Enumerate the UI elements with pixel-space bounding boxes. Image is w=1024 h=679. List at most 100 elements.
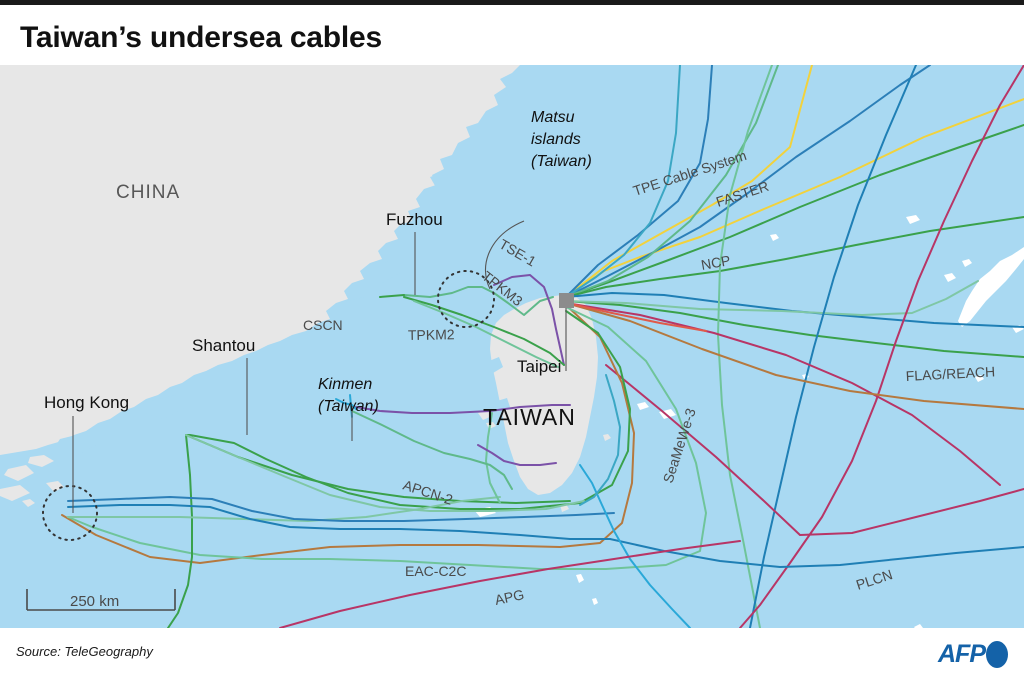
ryukyu-islet-2 <box>962 259 972 267</box>
cable-seamewe-3 <box>67 306 707 570</box>
cable-label-apg: APG <box>493 586 525 608</box>
cable-tpe-cable-system <box>565 65 813 298</box>
china-bay-2 <box>398 227 430 249</box>
cable-fuzhou-stub <box>379 294 405 298</box>
cable-label-ncp: NCP <box>700 252 732 273</box>
cable-pale-green-hk-line <box>67 496 501 522</box>
cable-shantou-vertical <box>167 434 193 628</box>
leader-lines <box>72 220 567 513</box>
cable-flag-reach-west <box>61 304 635 564</box>
label-kinmen-line1: Kinmen <box>318 376 372 393</box>
cable-tpkm2 <box>355 404 571 414</box>
cable-taiwan-east-branch <box>579 374 621 506</box>
cable-plcn-upper <box>739 65 1024 628</box>
label-kinmen-line2: (Taiwan) <box>318 398 379 415</box>
cable-apcn-2 <box>185 310 631 510</box>
china-bay-1 <box>430 171 460 191</box>
cable-eac-c2c-east <box>609 538 1024 568</box>
taiwan-east-islet <box>603 434 611 441</box>
label-matsu-line3: (Taiwan) <box>531 153 592 170</box>
cable-cscn <box>335 398 357 410</box>
china-landmass <box>0 65 520 455</box>
china-bay-7 <box>144 395 186 419</box>
leader-matsu <box>485 220 525 290</box>
cable-plcn-southeast <box>605 364 1024 536</box>
china-bay-5 <box>292 329 332 351</box>
scale-bar-label: 250 km <box>70 593 119 610</box>
cable-apg <box>279 540 741 628</box>
afp-logo-dot <box>986 640 1008 668</box>
taiwan-sw-islet-2 <box>486 422 496 429</box>
cable-tse-1 <box>403 286 554 316</box>
cable-label-tpkm2: TPKM2 <box>408 326 455 343</box>
cable-eac-c2c-b <box>67 496 615 522</box>
coastal-island-5 <box>22 499 35 507</box>
taipei-marker[interactable] <box>559 293 574 308</box>
cable-blue-vertical <box>749 65 917 628</box>
source-credit: Source: TeleGeography <box>16 644 153 659</box>
header: Taiwan’s undersea cables <box>0 5 1024 65</box>
cable-blue-northeast-2 <box>565 65 931 298</box>
landmasses <box>0 65 1024 628</box>
cable-label-cscn: CSCN <box>303 317 343 333</box>
china-bay-6 <box>226 359 266 381</box>
cable-tpkm3 <box>403 296 565 366</box>
cable-blue-northeast-1 <box>565 65 713 298</box>
matsu-highlight-circle <box>437 270 495 328</box>
sea-islet-penghu <box>637 402 649 410</box>
island-labels: Matsu islands (Taiwan) Kinmen (Taiwan) <box>318 109 592 415</box>
sea-islet-5 <box>576 574 584 583</box>
ryukyu-islet-4 <box>975 375 984 382</box>
footer: Source: TeleGeography AFP <box>0 628 1024 679</box>
cable-plcn-north <box>565 302 1001 486</box>
cable-teal-northeast <box>565 65 681 298</box>
cable-tpkm3-pale <box>413 300 559 368</box>
label-taipei: Taipei <box>517 357 561 376</box>
label-hong-kong: Hong Kong <box>44 393 129 412</box>
cable-seagreen-diagonal <box>565 65 779 298</box>
label-shantou: Shantou <box>192 336 255 355</box>
coastal-island-4 <box>0 485 30 501</box>
cable-label-eac-c2c: EAC-C2C <box>405 563 466 579</box>
taiwan-west-notch <box>489 357 503 373</box>
cable-red-fan <box>565 302 707 332</box>
label-taiwan: TAIWAN <box>483 404 576 430</box>
ryukyu-islet-3 <box>906 215 920 224</box>
cable-ncp <box>565 216 1024 298</box>
afp-logo-text: AFP <box>938 639 986 668</box>
cable-eac-c2c-a <box>67 504 611 540</box>
cable-routes <box>61 65 1024 628</box>
cable-flag-reach <box>565 302 1024 410</box>
cable-blue-east-mid <box>565 292 1024 328</box>
cable-green-east-corridor <box>565 300 1024 358</box>
sea-islet-1 <box>770 234 779 241</box>
map-canvas[interactable]: CHINA TAIWAN Taipei Fuzhou Shantou Hong … <box>0 65 1024 628</box>
top-rule <box>0 0 1024 5</box>
sea-islet-7 <box>914 624 923 628</box>
cable-purple-matsu <box>493 274 565 366</box>
place-labels: CHINA TAIWAN Taipei Fuzhou Shantou Hong … <box>44 182 576 430</box>
cable-shantou-pale-branch <box>185 434 585 512</box>
ryukyu-island-main <box>958 247 1024 327</box>
cable-pale-green-loop <box>565 280 979 316</box>
coastal-island-2 <box>4 465 34 481</box>
cable-kinmen-green <box>351 410 513 490</box>
china-bay-8 <box>52 431 100 457</box>
cable-faster <box>565 124 1024 298</box>
hongkong-highlight-circle <box>42 485 98 541</box>
cable-taiwan-southwest-branch <box>485 412 501 504</box>
label-matsu-line2: islands <box>531 131 581 148</box>
coastal-island-3 <box>46 481 64 492</box>
label-matsu-line1: Matsu <box>531 109 575 126</box>
china-bay-4 <box>334 297 372 319</box>
coastal-island-1 <box>28 455 54 467</box>
highlight-circles <box>42 270 495 541</box>
taiwan-sw-islet <box>478 411 492 420</box>
label-china: CHINA <box>116 182 180 203</box>
taiwan-landmass <box>490 295 598 495</box>
page-title: Taiwan’s undersea cables <box>20 21 383 54</box>
cable-tpkm2-south <box>477 444 557 466</box>
china-bay-3 <box>366 261 400 283</box>
sea-islet-6 <box>592 598 598 605</box>
